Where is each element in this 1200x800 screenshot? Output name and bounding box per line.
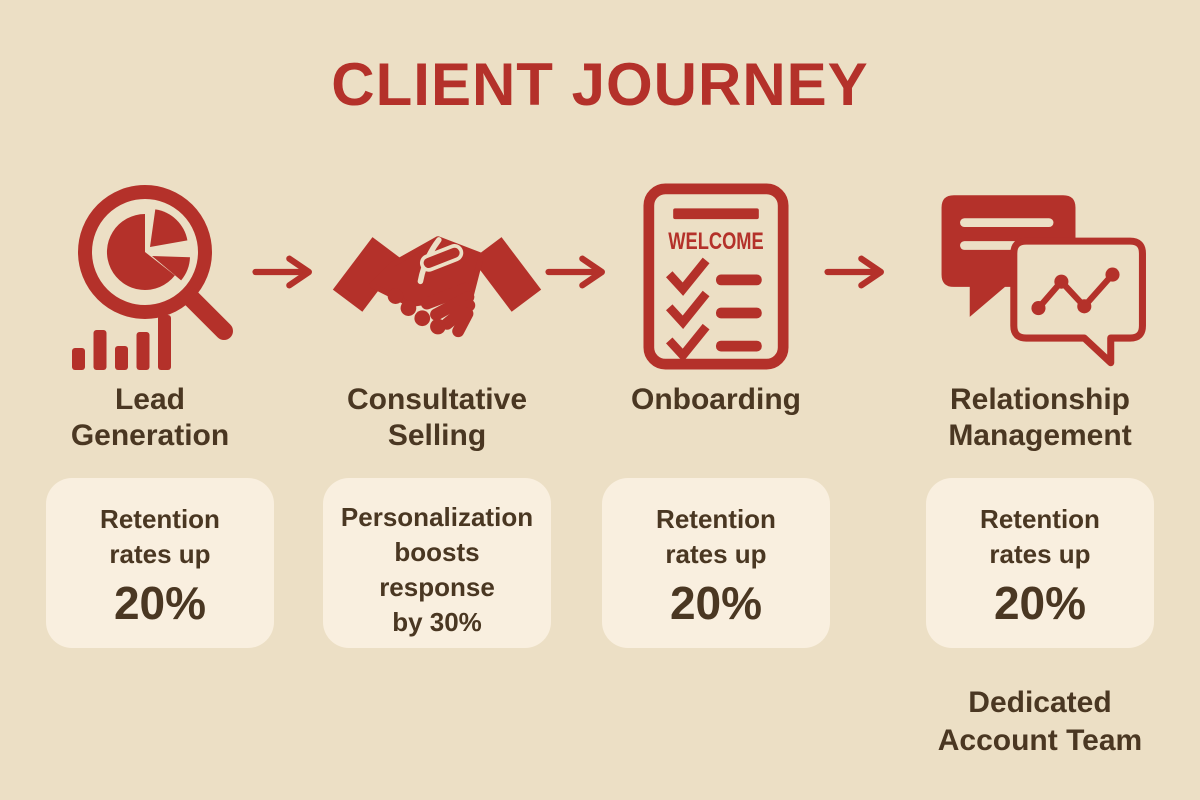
stat-card-lead-generation: Retention rates up 20% bbox=[46, 478, 274, 648]
stat-card-relationship-management: Retention rates up 20% bbox=[926, 478, 1154, 648]
stat-text: Retention bbox=[980, 504, 1100, 534]
dedicated-account-team-note: Dedicated Account Team bbox=[900, 684, 1180, 759]
arrow-right-icon bbox=[824, 252, 888, 292]
stage-label-line: Selling bbox=[387, 419, 487, 452]
stat-card-consultative-selling: Personalization boosts response by 30% bbox=[323, 478, 551, 648]
stat-text: boosts bbox=[394, 537, 480, 568]
handshake-icon bbox=[331, 200, 543, 348]
stage-label-line: Management bbox=[948, 419, 1132, 452]
footnote-line: Account Team bbox=[937, 723, 1143, 757]
stat-card-onboarding: Retention rates up 20% bbox=[602, 478, 830, 648]
stat-text: by 30% bbox=[392, 607, 482, 638]
stat-text: Retention bbox=[100, 504, 220, 534]
stage-label-lead-generation: Lead Generation bbox=[10, 382, 290, 454]
welcome-label: WELCOME bbox=[668, 228, 763, 255]
stat-text: rates up bbox=[665, 539, 767, 570]
stat-text: Personalization bbox=[340, 502, 534, 532]
arrow-right-icon bbox=[252, 252, 316, 292]
page-title: CLIENT JOURNEY bbox=[331, 51, 869, 118]
stage-label-consultative-selling: Consultative Selling bbox=[297, 382, 577, 454]
arrow-right-icon bbox=[545, 252, 609, 292]
stage-label-line: Onboarding bbox=[631, 383, 801, 416]
stat-value: 20% bbox=[993, 577, 1087, 630]
stage-label-onboarding: Onboarding bbox=[576, 382, 856, 418]
stage-label-relationship-management: Relationship Management bbox=[900, 382, 1180, 454]
stage-label-line: Relationship bbox=[949, 383, 1130, 416]
stage-label-line: Consultative bbox=[346, 383, 528, 416]
stage-label-line: Generation bbox=[70, 419, 230, 452]
stat-text: rates up bbox=[989, 539, 1091, 570]
welcome-checklist-icon: WELCOME bbox=[643, 183, 789, 370]
stat-text: response bbox=[379, 572, 495, 603]
stat-value: 20% bbox=[669, 577, 763, 630]
stat-text: Retention bbox=[656, 504, 776, 534]
stat-text: rates up bbox=[109, 539, 211, 570]
chat-analytics-icon bbox=[936, 190, 1148, 368]
stat-value: 20% bbox=[113, 577, 207, 630]
stage-label-line: Lead bbox=[114, 383, 186, 416]
magnifier-analytics-icon bbox=[70, 182, 238, 372]
footnote-line: Dedicated bbox=[968, 686, 1112, 719]
